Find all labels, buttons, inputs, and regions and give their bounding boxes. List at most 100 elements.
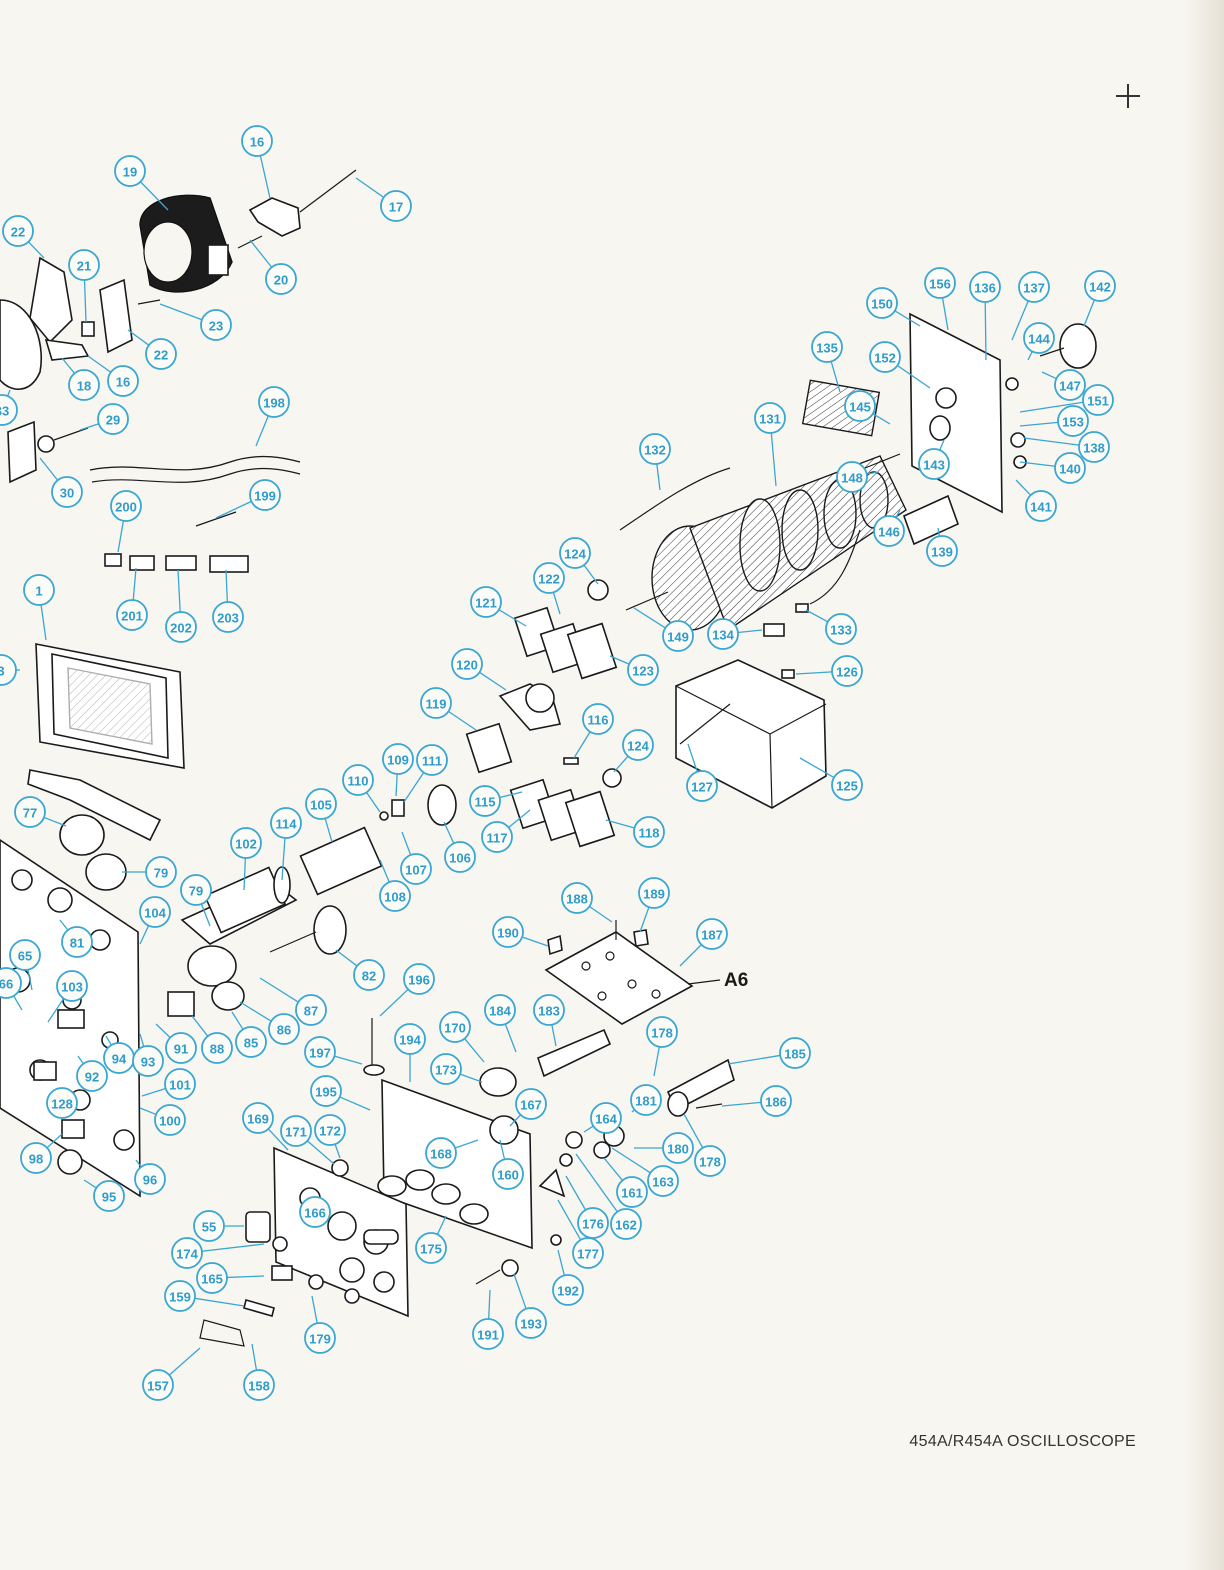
- callout-173: 173: [430, 1053, 483, 1085]
- callout-circle: [154, 1104, 186, 1136]
- callout-number: 146: [878, 525, 900, 540]
- callout-circle: [926, 535, 958, 567]
- callout-circle: [142, 1369, 174, 1401]
- callout-leader: [1019, 401, 1084, 413]
- callout-circle: [0, 967, 22, 999]
- callout-number: 79: [154, 866, 168, 881]
- callout-192: 192: [552, 1249, 584, 1306]
- callout-number: 199: [254, 489, 276, 504]
- callout-186: 186: [721, 1085, 792, 1117]
- callout-circle: [420, 687, 452, 719]
- callout-number: 141: [1030, 500, 1052, 515]
- callout-leader: [139, 1107, 157, 1116]
- callout-124: 124: [613, 729, 654, 773]
- callout-circle: [866, 287, 898, 319]
- callout-number: 1: [35, 584, 42, 599]
- callout-leader: [117, 520, 125, 553]
- callout-leader: [459, 1073, 483, 1083]
- callout-circle: [590, 1102, 622, 1134]
- callout-number: 144: [1028, 332, 1050, 347]
- callout-number: 20: [274, 273, 288, 288]
- callout-leader: [679, 944, 702, 967]
- callout-number: 176: [582, 1217, 604, 1232]
- callout-leader: [334, 1143, 341, 1159]
- callout-circle: [754, 402, 786, 434]
- registration-mark: [1116, 84, 1140, 108]
- callout-23: 23: [159, 303, 232, 341]
- callout-163: 163: [611, 1147, 679, 1197]
- callout-circle: [51, 476, 83, 508]
- callout-79: 79: [122, 856, 177, 888]
- callout-188: 188: [561, 882, 613, 923]
- callout-circle: [1023, 322, 1055, 354]
- callout-leader: [79, 423, 99, 431]
- callout-197: 197: [304, 1036, 363, 1068]
- callout-number: 197: [309, 1046, 331, 1061]
- callout-leader: [324, 818, 333, 843]
- callout-151: 151: [1019, 384, 1114, 416]
- callout-191: 191: [472, 1289, 504, 1350]
- callout-leader: [639, 906, 650, 933]
- callout-number: 23: [209, 319, 223, 334]
- callout-136: 136: [969, 271, 1001, 361]
- callout-number: 86: [277, 1023, 291, 1038]
- callout-203: 203: [212, 569, 244, 633]
- callout-number: 98: [29, 1152, 43, 1167]
- callout-number: 166: [304, 1206, 326, 1221]
- callout-leader: [40, 604, 47, 641]
- callout-leader: [215, 500, 252, 519]
- callout-circle: [627, 654, 659, 686]
- callout-leader: [895, 509, 901, 519]
- callout-circle: [0, 654, 17, 686]
- callout-number: 140: [1059, 462, 1081, 477]
- callout-circle: [61, 926, 93, 958]
- callout-number: 181: [635, 1094, 657, 1109]
- callout-number: 22: [11, 225, 25, 240]
- callout-number: 201: [121, 609, 143, 624]
- callout-circle: [258, 386, 290, 418]
- callout-leader: [27, 969, 33, 991]
- callout-number: 202: [170, 621, 192, 636]
- callout-leader: [1011, 300, 1029, 341]
- callout-number: 143: [923, 458, 945, 473]
- crt-tube: [619, 455, 907, 637]
- callout-number: 115: [475, 795, 496, 810]
- callout-circle: [97, 403, 129, 435]
- callout-circle: [638, 877, 670, 909]
- callout-number: 108: [384, 890, 406, 905]
- callout-number: 33: [0, 404, 9, 419]
- callout-number: 198: [263, 396, 285, 411]
- callout-number: 132: [644, 443, 666, 458]
- callout-141: 141: [1015, 479, 1057, 522]
- callout-circle: [1078, 431, 1110, 463]
- callout-number: 88: [210, 1042, 224, 1057]
- callout-circle: [760, 1085, 792, 1117]
- callout-circle: [20, 1142, 52, 1174]
- callout-number: 165: [201, 1272, 223, 1287]
- callout-leader: [168, 1347, 201, 1376]
- callout-leader: [139, 1033, 145, 1047]
- callout-leader: [39, 457, 59, 481]
- callout-leader: [1023, 437, 1080, 446]
- callout-circle: [270, 807, 302, 839]
- callout-171: 171: [280, 1115, 335, 1165]
- callout-circle: [1025, 490, 1057, 522]
- callout-leader: [141, 1087, 166, 1097]
- callout-leader: [1083, 299, 1096, 327]
- callout-leader: [479, 671, 507, 691]
- callout-number: 150: [871, 297, 893, 312]
- callout-leader: [941, 297, 949, 331]
- callout-circle: [430, 1053, 462, 1085]
- callout-number: 81: [70, 936, 84, 951]
- callout-number: 180: [667, 1142, 689, 1157]
- callout-leader: [191, 1015, 209, 1037]
- callout-139: 139: [926, 527, 958, 567]
- callout-number: 119: [426, 697, 447, 712]
- callout-198: 198: [255, 386, 290, 447]
- callout-leader: [46, 1133, 63, 1149]
- callout-circle: [484, 994, 516, 1026]
- callout-circle: [1084, 270, 1116, 302]
- callout-number: 152: [874, 351, 896, 366]
- callout-66: 66: [0, 967, 23, 1011]
